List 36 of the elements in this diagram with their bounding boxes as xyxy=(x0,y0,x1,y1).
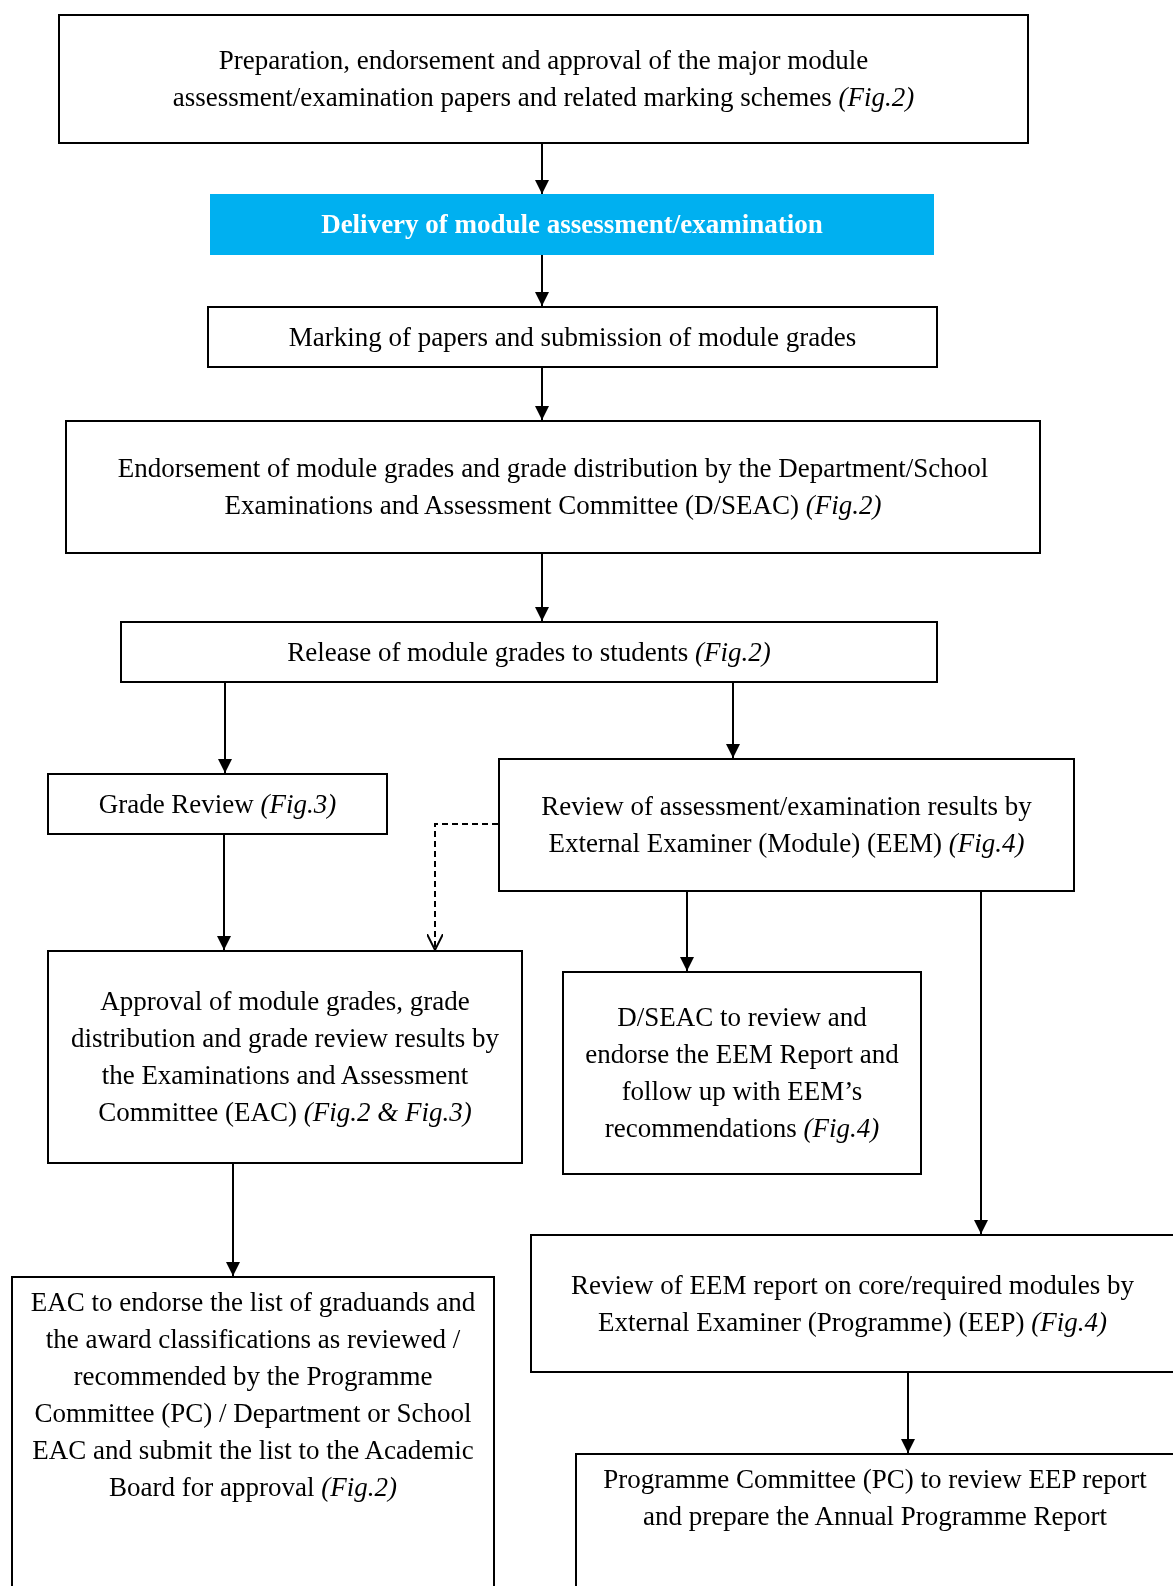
arrow xyxy=(218,682,232,774)
process-box xyxy=(498,758,1075,892)
arrow xyxy=(901,1372,915,1454)
box-text: Release of module grades to students (Fig.2) xyxy=(286,635,772,669)
box-text: Approval of module grades, grade distribution and grade review results by the Examinations and Assessment Committee (EAC) (Fig.2 & Fig.3) xyxy=(69,985,501,1129)
arrow xyxy=(535,143,549,195)
arrow xyxy=(680,891,694,972)
box-text: Programme Committee (PC) to review EEP report and prepare the Annual Programme Report xyxy=(602,1463,1148,1533)
process-box xyxy=(207,306,938,368)
arrow xyxy=(535,367,549,421)
box-text: Delivery of module assessment/examination xyxy=(320,208,824,241)
box-text: Preparation, endorsement and approval of the major module assessment/examination papers and related marking schemes (Fig.2) xyxy=(171,44,916,114)
process-box xyxy=(562,971,922,1175)
process-box xyxy=(47,773,388,835)
arrow xyxy=(217,834,231,951)
highlighted-process-box xyxy=(210,194,934,255)
dashed-arrow xyxy=(426,823,499,951)
process-box xyxy=(530,1234,1173,1373)
process-box xyxy=(58,14,1029,144)
box-text: Review of assessment/examination results by External Examiner (Module) (EEM) (Fig.4) xyxy=(540,790,1033,860)
box-text: Marking of papers and submission of module grades xyxy=(287,320,858,354)
box-text: EAC to endorse the list of graduands and the award classifications as reviewed / recommended by the Programme Committee (PC) / Department or School EAC and submit the list to the Academic Board for approval (Fig.2) xyxy=(29,1286,477,1504)
process-box xyxy=(120,621,938,683)
process-box xyxy=(11,1276,495,1586)
arrow xyxy=(535,254,549,307)
process-box xyxy=(47,950,523,1164)
process-box xyxy=(65,420,1041,554)
box-text: Review of EEM report on core/required modules by External Examiner (Programme) (EEP) (Fig.4) xyxy=(569,1268,1136,1339)
arrow xyxy=(535,553,549,622)
box-text: Grade Review (Fig.3) xyxy=(97,787,338,821)
box-text: Endorsement of module grades and grade distribution by the Department/School Examinations and Assessment Committee (D/SEAC) (Fig.2) xyxy=(116,452,990,522)
arrow xyxy=(726,682,740,759)
box-text: D/SEAC to review and endorse the EEM Report and follow up with EEM’s recommendations (Fig.4) xyxy=(584,1001,900,1145)
arrow xyxy=(974,891,988,1235)
process-box xyxy=(575,1453,1173,1586)
arrow xyxy=(226,1163,240,1277)
